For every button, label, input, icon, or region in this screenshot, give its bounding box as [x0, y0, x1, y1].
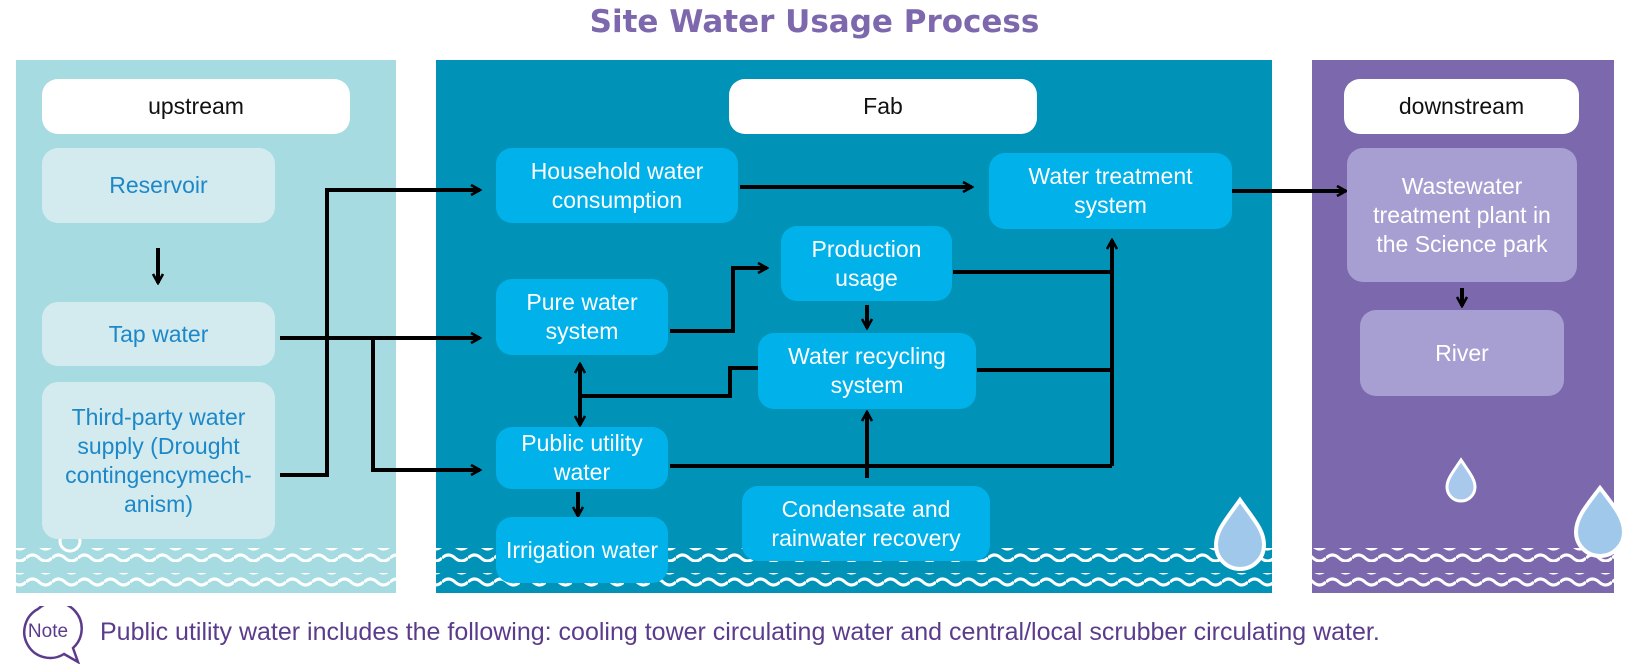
- river-node: River: [1360, 310, 1564, 396]
- droplet-icon: [1445, 457, 1477, 503]
- droplet-icon: [1573, 484, 1627, 558]
- note-icon: [23, 606, 83, 664]
- tap-water-node: Tap water: [42, 302, 275, 366]
- water-treatment-node: Water treatment system: [989, 153, 1232, 229]
- flow-arrows: [158, 187, 1462, 516]
- water-recycling-node: Water recycling system: [758, 333, 976, 409]
- fab-header: Fab: [729, 79, 1037, 134]
- production-usage-node: Production usage: [781, 226, 952, 301]
- reservoir-node: Reservoir: [42, 148, 275, 223]
- household-water-node: Household water consumption: [496, 148, 738, 223]
- upstream-header: upstream: [42, 79, 350, 134]
- public-utility-water-node: Public utility water: [496, 427, 668, 489]
- downstream-header: downstream: [1344, 79, 1579, 134]
- third-party-water-node: Third-party water supply (Drought contin…: [42, 382, 275, 539]
- note-badge: Note: [27, 621, 69, 642]
- irrigation-water-node: Irrigation water: [496, 517, 668, 583]
- wastewater-plant-node: Wastewater treatment plant in the Scienc…: [1347, 148, 1577, 282]
- pure-water-node: Pure water system: [496, 279, 668, 355]
- diagram-title: Site Water Usage Process: [589, 4, 1040, 40]
- note-text: Public utility water includes the follow…: [100, 618, 1380, 646]
- condensate-recovery-node: Condensate and rainwater recovery: [742, 486, 990, 561]
- droplet-icon: [1213, 496, 1267, 571]
